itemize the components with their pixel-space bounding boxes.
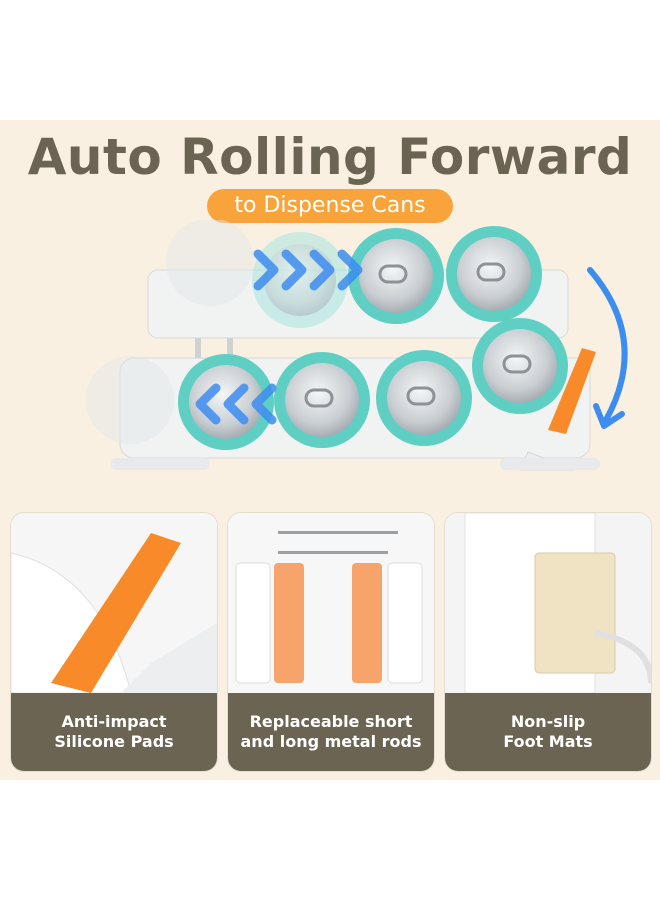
feature-caption-line1: Replaceable short [249,712,413,731]
headline-subtitle: to Dispense Cans [207,189,453,223]
feature-caption-line1: Non-slip [510,712,586,731]
feature-card-foot-mats: Non-slip Foot Mats [444,512,652,772]
foot-mat-closeup [445,513,651,693]
feature-caption: Non-slip Foot Mats [445,693,651,771]
forward-chevrons-icon [253,249,363,291]
silicone-pad-closeup [11,513,217,693]
metal-rods-parts [228,513,434,693]
can-dispenser-illustration [86,220,628,471]
upper-can-row [166,220,542,328]
feature-caption-line2: Silicone Pads [54,732,174,751]
feature-caption: Anti-impact Silicone Pads [11,693,217,771]
silicone-pad [548,348,596,434]
backward-chevrons-icon [195,383,277,425]
lower-can-row [86,318,568,450]
feature-caption: Replaceable short and long metal rods [228,693,434,771]
feature-caption-line2: Foot Mats [503,732,593,751]
feature-caption-line1: Anti-impact [61,712,167,731]
curved-down-arrow-icon [587,267,628,429]
headline-title: Auto Rolling Forward [27,128,633,186]
feature-card-silicone-pads: Anti-impact Silicone Pads [10,512,218,772]
feature-caption-line2: and long metal rods [240,732,422,751]
feature-card-metal-rods: Replaceable short and long metal rods [227,512,435,772]
